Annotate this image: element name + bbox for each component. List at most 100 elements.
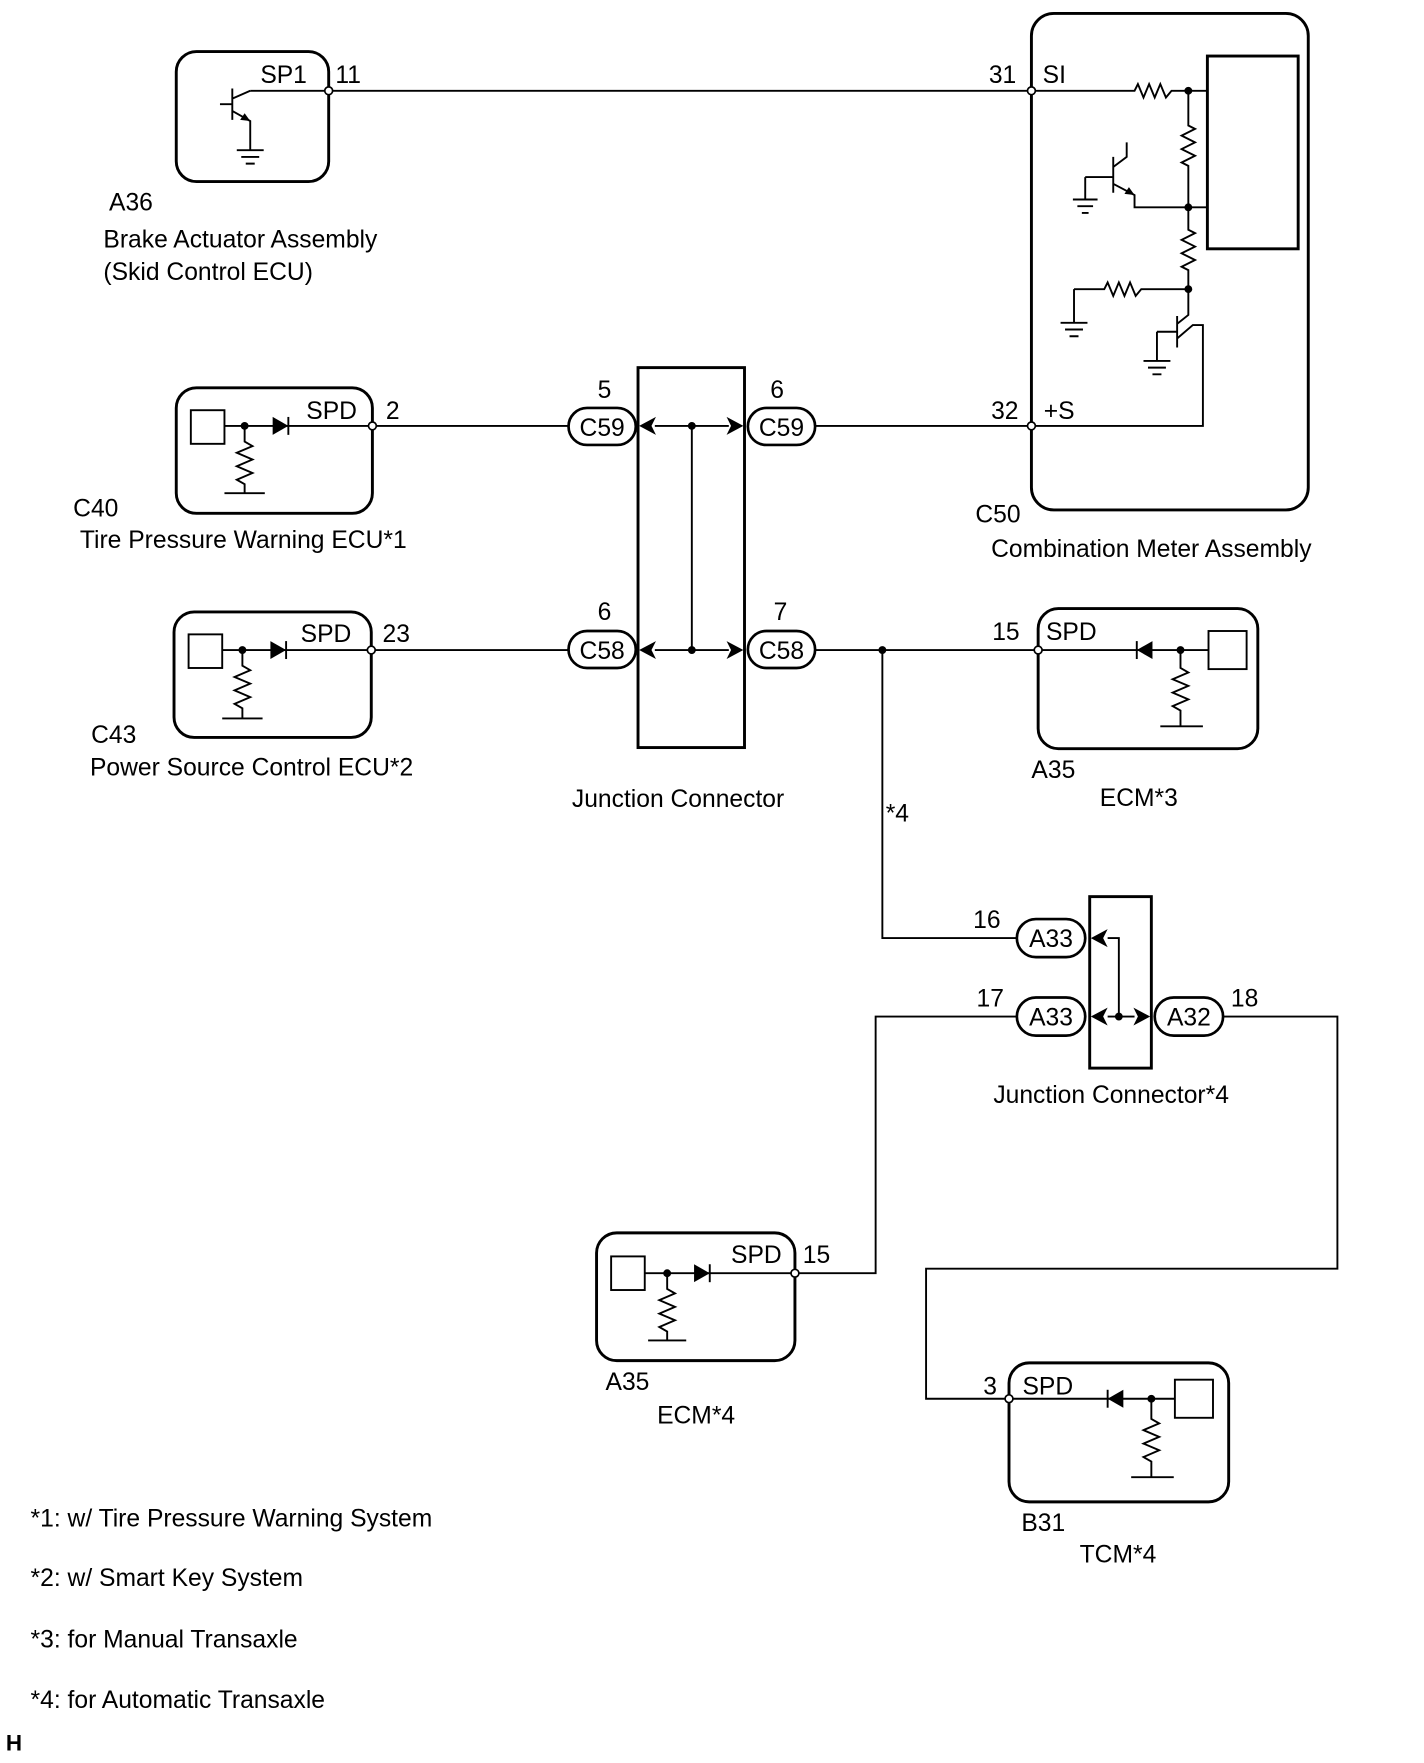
connector-a32-pin: 18	[1231, 985, 1258, 1012]
c50-pin-plus-s	[1026, 421, 1037, 431]
tcm-pin-number: 3	[983, 1373, 997, 1400]
connector-c59-right-label: C59	[759, 415, 804, 442]
junction-connector-4: A33 16 A33 17 A32 18 Junction Connector*…	[973, 895, 1258, 1109]
connector-a33-bottom-label: A33	[1029, 1005, 1073, 1032]
a36-pin	[323, 86, 334, 96]
footnote: *4: for Automatic Transaxle	[31, 1687, 325, 1714]
ground-icon	[1143, 331, 1171, 376]
sensor-box	[1207, 630, 1248, 671]
junction-connector-bus	[654, 424, 729, 652]
ecm-b-box	[595, 1231, 797, 1363]
diode-icon	[272, 416, 290, 435]
junction-connector-4-name: Junction Connector*4	[993, 1082, 1229, 1109]
component-c50: 31 SI 32 +S C50 Combination Meter Assemb…	[975, 11, 1312, 563]
a36-code: A36	[109, 190, 153, 217]
connector-c58-right	[746, 629, 817, 670]
terminal-arrow-icon	[1090, 929, 1108, 948]
connector-c58-left-label: C58	[580, 638, 625, 665]
connector-a33-top-pin: 16	[973, 907, 1000, 934]
ground-icon	[1060, 289, 1088, 338]
ecm-b-terminal-label: SPD	[731, 1242, 782, 1269]
ecm-a-box	[1036, 607, 1260, 751]
terminal-arrow-icon	[1133, 1007, 1151, 1026]
c50-si-terminal: SI	[1043, 62, 1066, 89]
c50-si-pin-number: 31	[989, 62, 1016, 89]
component-c43: SPD 23 C43 Power Source Control ECU*2	[90, 610, 413, 782]
meter-block	[1205, 54, 1300, 251]
ecm-b-pin	[790, 1268, 800, 1278]
connector-c59-right	[746, 406, 817, 447]
connector-c58-right-pin: 7	[774, 599, 788, 626]
connector-a32-label: A32	[1167, 1005, 1211, 1032]
junction-connector-body	[636, 366, 746, 750]
ecm-a-code: A35	[1031, 757, 1075, 784]
connector-c58-right-label: C58	[759, 638, 804, 665]
a36-name: Brake Actuator Assembly	[103, 227, 378, 254]
c50-code: C50	[975, 501, 1020, 528]
c40-terminal-label: SPD	[306, 398, 357, 425]
transistor-icon	[219, 88, 252, 151]
c50-s-terminal: +S	[1044, 398, 1075, 425]
diode-icon	[694, 1264, 711, 1283]
connector-c59-left-pin: 5	[598, 377, 612, 404]
diode-icon	[1135, 641, 1153, 660]
junction-connector-4-bus	[1107, 937, 1135, 1018]
component-ecm-a: 15 SPD A35 ECM*3	[992, 607, 1260, 812]
c43-code: C43	[91, 722, 136, 749]
a36-pin-number: 11	[335, 62, 361, 89]
c43-pin	[366, 645, 377, 655]
c40-code: C40	[73, 496, 118, 523]
connector-c59-right-pin: 6	[770, 377, 784, 404]
c50-name: Combination Meter Assembly	[991, 536, 1312, 563]
connector-c59-left-label: C59	[580, 415, 625, 442]
resistor-icon	[1031, 81, 1208, 100]
c50-pin-si	[1026, 86, 1037, 96]
c40-pin-number: 2	[386, 398, 400, 425]
c50-s-pin-number: 32	[991, 398, 1018, 425]
component-ecm-b: SPD 15 A35 ECM*4	[595, 1231, 830, 1429]
junction-node	[1184, 86, 1193, 95]
resistor-icon	[1141, 1398, 1162, 1478]
ground-icon	[1072, 177, 1098, 214]
sensor-box	[187, 633, 224, 669]
tcm-box	[1007, 1361, 1231, 1504]
ecm-a-terminal-label: SPD	[1046, 619, 1097, 646]
wire-splice-node	[878, 646, 887, 654]
terminal-arrow-icon	[1090, 1007, 1108, 1026]
resistor-icon	[1170, 650, 1191, 727]
a36-subname: (Skid Control ECU)	[103, 259, 312, 286]
resistor-icon	[656, 1273, 678, 1341]
transistor-icon	[1085, 142, 1208, 209]
c43-box	[172, 610, 373, 739]
wire-branch-to-a33-16	[881, 650, 1017, 940]
footnote: *1: w/ Tire Pressure Warning System	[31, 1506, 433, 1533]
resistor-icon	[234, 425, 255, 494]
junction-connector: C59 5 C59 6 C58 6 C58 7 Junction Connect…	[567, 366, 817, 813]
c43-name: Power Source Control ECU*2	[90, 755, 413, 782]
resistor-icon	[1074, 279, 1189, 299]
connector-c58-left	[567, 629, 638, 670]
terminal-arrow-icon	[639, 416, 656, 435]
junction-connector-4-body	[1088, 895, 1153, 1070]
tcm-pin	[1004, 1393, 1014, 1404]
ecm-b-name: ECM*4	[657, 1402, 735, 1429]
wires: *4	[328, 89, 1339, 1400]
c43-terminal-label: SPD	[301, 621, 352, 648]
ecm-b-pin-number: 15	[803, 1242, 830, 1269]
page-marker: H	[6, 1731, 22, 1756]
ecm-b-code: A35	[606, 1369, 650, 1396]
a36-terminal-label: SP1	[260, 62, 307, 89]
ground-icon	[236, 149, 264, 165]
c43-pin-number: 23	[382, 621, 409, 648]
resistor-chain-icon	[1179, 90, 1198, 290]
branch-note: *4	[886, 801, 909, 828]
c40-pin	[367, 421, 378, 431]
connector-c59-left	[567, 406, 638, 447]
c50-box	[1029, 11, 1310, 512]
c40-name: Tire Pressure Warning ECU*1	[80, 527, 407, 554]
connector-a33-bottom	[1015, 996, 1087, 1037]
sensor-box	[1173, 1378, 1214, 1419]
tcm-code: B31	[1021, 1510, 1065, 1537]
wire-a32-18-to-tcm	[925, 1015, 1339, 1400]
